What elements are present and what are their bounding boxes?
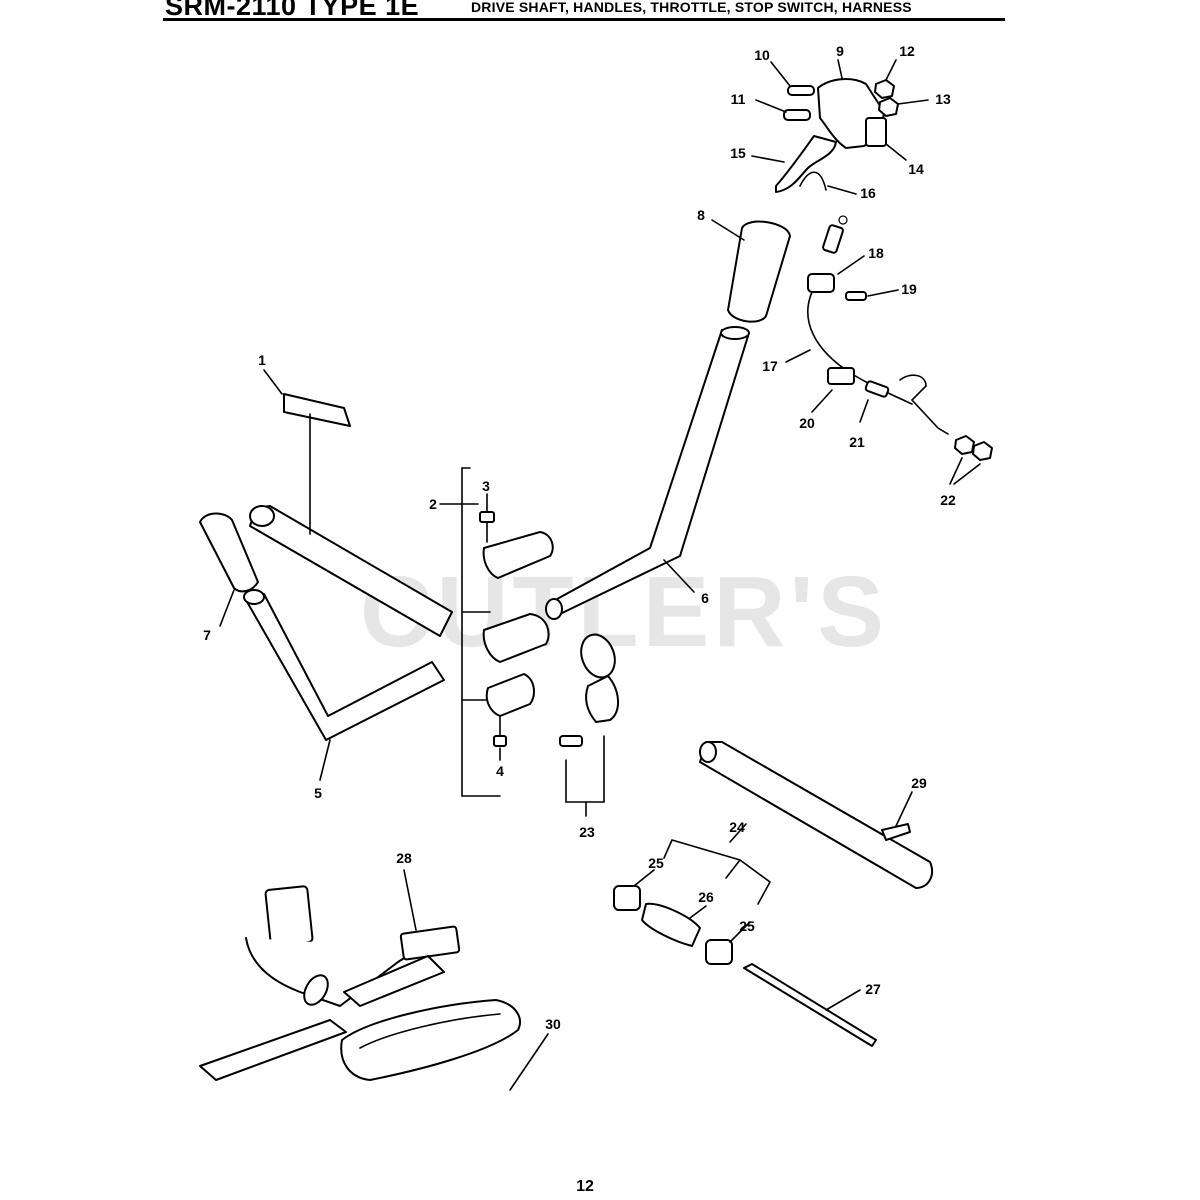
bail-clamp-group bbox=[559, 633, 619, 803]
bracket-23 bbox=[565, 735, 605, 803]
part-label-28 bbox=[881, 823, 911, 841]
page-header: SRM-2110 TYPE 1E DRIVE SHAFT, HANDLES, T… bbox=[163, 0, 1005, 22]
callout-16: 16 bbox=[860, 185, 876, 201]
part-throttle-trigger bbox=[775, 135, 837, 193]
throttle-housing-group bbox=[775, 78, 899, 193]
callout-27: 27 bbox=[865, 981, 881, 997]
part-nut-12 bbox=[874, 79, 895, 99]
part-harness-belt bbox=[343, 955, 445, 1007]
bracket-2 bbox=[461, 467, 501, 797]
belt-pad-group bbox=[340, 999, 521, 1081]
callout-2: 2 bbox=[429, 496, 437, 512]
part-cable-holder-20 bbox=[827, 367, 855, 385]
part-tube-end-5 bbox=[243, 589, 265, 605]
part-cable-end bbox=[838, 215, 848, 225]
part-spring-16 bbox=[799, 171, 827, 191]
throttle-cable-group bbox=[807, 215, 993, 461]
clamp-assembly-group bbox=[461, 467, 554, 797]
callout-28: 29 bbox=[911, 775, 927, 791]
callout-15: 15 bbox=[730, 145, 746, 161]
part-tube-end-lower bbox=[545, 598, 563, 620]
bushing-group bbox=[613, 839, 772, 965]
callout-10: 10 bbox=[754, 47, 770, 63]
bracket-24-25-26 bbox=[663, 839, 772, 905]
callout-6: 6 bbox=[701, 590, 709, 606]
part-grip-8 bbox=[727, 220, 791, 323]
callout-labels: 10 9 12 11 13 14 15 16 8 18 19 17 20 21 … bbox=[203, 43, 956, 1032]
page-number: 12 bbox=[576, 1178, 594, 1195]
part-nut-22a bbox=[954, 435, 975, 455]
callout-4: 4 bbox=[496, 763, 504, 779]
callout-5: 5 bbox=[314, 785, 322, 801]
part-harness-pad bbox=[264, 885, 314, 947]
part-cable-adjuster bbox=[822, 224, 844, 254]
model-title: SRM-2110 TYPE 1E bbox=[165, 0, 420, 21]
header-rule bbox=[163, 18, 1005, 21]
part-label-1 bbox=[283, 393, 351, 427]
part-cable-wire bbox=[899, 374, 949, 435]
part-belt-pad-inner bbox=[359, 1013, 501, 1049]
part-clamp-middle bbox=[482, 613, 550, 663]
part-nut-22b bbox=[972, 441, 993, 461]
part-screw-10 bbox=[787, 85, 815, 96]
callout-3: 3 bbox=[482, 478, 490, 494]
part-screw-23 bbox=[559, 735, 583, 747]
part-bolt-4-head bbox=[493, 735, 507, 747]
callout-29: 28 bbox=[396, 850, 412, 866]
callout-23: 23 bbox=[579, 824, 595, 840]
callout-30: 30 bbox=[545, 1016, 561, 1032]
part-bushing-25b bbox=[705, 939, 733, 965]
part-drive-shaft-27 bbox=[743, 963, 877, 1047]
callout-21: 21 bbox=[849, 434, 865, 450]
part-screw-19 bbox=[845, 291, 867, 301]
part-handle-tube-left bbox=[249, 505, 453, 637]
callout-22: 22 bbox=[940, 492, 956, 508]
part-harness-lower-strap bbox=[199, 1019, 347, 1081]
callout-8: 8 bbox=[697, 207, 705, 223]
callout-26: 26 bbox=[698, 889, 714, 905]
harness-group bbox=[199, 885, 461, 1081]
callout-13: 13 bbox=[935, 91, 951, 107]
part-drive-tube-end bbox=[699, 741, 717, 763]
leader-lines bbox=[219, 59, 981, 1091]
callout-25-b: 25 bbox=[739, 918, 755, 934]
callout-25-a: 25 bbox=[648, 855, 664, 871]
callout-12: 12 bbox=[899, 43, 915, 59]
part-drive-tube bbox=[699, 741, 934, 889]
part-clamp-upper bbox=[482, 531, 554, 579]
callout-7: 7 bbox=[203, 627, 211, 643]
part-tube-end bbox=[720, 326, 750, 340]
part-clamp-lower bbox=[485, 673, 535, 717]
callout-11: 11 bbox=[731, 91, 746, 107]
part-cable-17 bbox=[807, 291, 913, 405]
part-tube-end-left bbox=[249, 505, 275, 527]
callout-20: 20 bbox=[799, 415, 815, 431]
part-bolt-3-head bbox=[479, 511, 495, 523]
part-stop-switch bbox=[865, 117, 887, 147]
part-screw-11 bbox=[783, 109, 811, 121]
callout-24: 24 bbox=[729, 819, 745, 835]
part-bushing-25a bbox=[613, 885, 641, 911]
callout-17: 17 bbox=[762, 358, 778, 374]
callout-9: 9 bbox=[836, 43, 844, 59]
callout-19: 19 bbox=[901, 281, 917, 297]
part-clamp-23 bbox=[585, 675, 619, 723]
part-grip-7 bbox=[199, 512, 259, 593]
part-harness-buckle bbox=[399, 925, 461, 961]
part-harness-hook bbox=[303, 974, 329, 1006]
part-liner-26 bbox=[641, 902, 701, 947]
part-nut-13 bbox=[878, 97, 899, 117]
part-belt-pad-30 bbox=[340, 999, 521, 1081]
part-handle-tube-6 bbox=[547, 329, 749, 615]
section-title: DRIVE SHAFT, HANDLES, THROTTLE, STOP SWI… bbox=[471, 0, 912, 15]
callout-1: 1 bbox=[258, 352, 266, 368]
part-tube-21 bbox=[864, 380, 890, 398]
part-cable-clamp-18 bbox=[807, 273, 835, 293]
part-ring bbox=[580, 633, 616, 679]
callout-14: 14 bbox=[908, 161, 924, 177]
callout-18: 18 bbox=[868, 245, 884, 261]
